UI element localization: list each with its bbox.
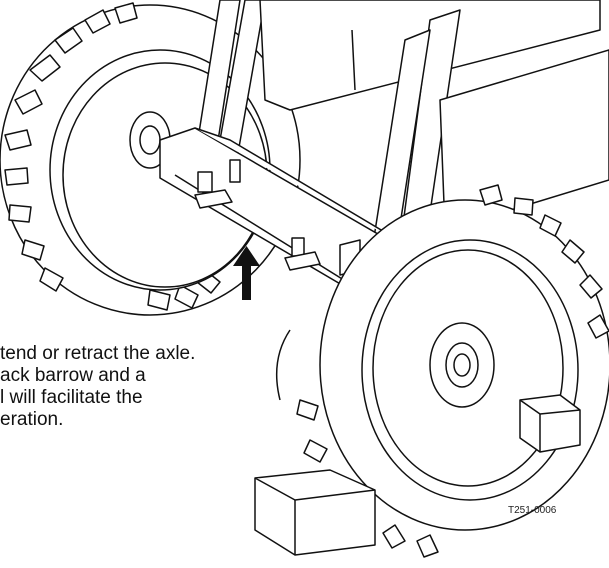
mounting-bolts: [194, 159, 321, 271]
support-blocks: [254, 394, 581, 556]
callout-text: tend or retract the axle. ack barrow and…: [0, 343, 300, 431]
callout-line: l will facilitate the: [0, 387, 143, 408]
left-tire-treads: [4, 2, 221, 311]
callout-line: tend or retract the axle.: [0, 343, 196, 364]
figure-id: T251-0006: [508, 505, 557, 516]
callout-line: eration.: [0, 409, 64, 430]
up-arrow: [233, 246, 260, 300]
callout-line: ack barrow and a: [0, 365, 146, 386]
